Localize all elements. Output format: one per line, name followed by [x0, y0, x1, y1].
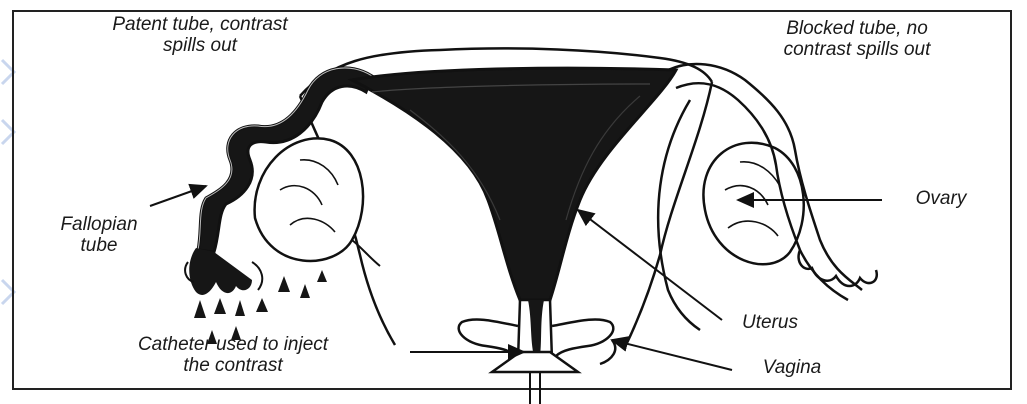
label-uterus: Uterus — [720, 312, 820, 333]
arrow-vagina — [612, 340, 732, 370]
catheter — [492, 352, 578, 404]
label-ovary: Ovary — [886, 188, 996, 209]
label-vagina: Vagina — [732, 357, 852, 378]
uterus-body — [352, 68, 676, 300]
label-fallopian-tube: Fallopian tube — [24, 214, 174, 256]
label-catheter: Catheter used to inject the contrast — [58, 334, 408, 376]
left-ovary — [255, 138, 380, 266]
label-patent-tube: Patent tube, contrast spills out — [50, 14, 350, 56]
arrow-fallopian-tube — [150, 186, 206, 206]
arrow-uterus — [578, 210, 722, 320]
right-ovary — [703, 143, 803, 265]
label-blocked-tube: Blocked tube, no contrast spills out — [712, 18, 1002, 60]
